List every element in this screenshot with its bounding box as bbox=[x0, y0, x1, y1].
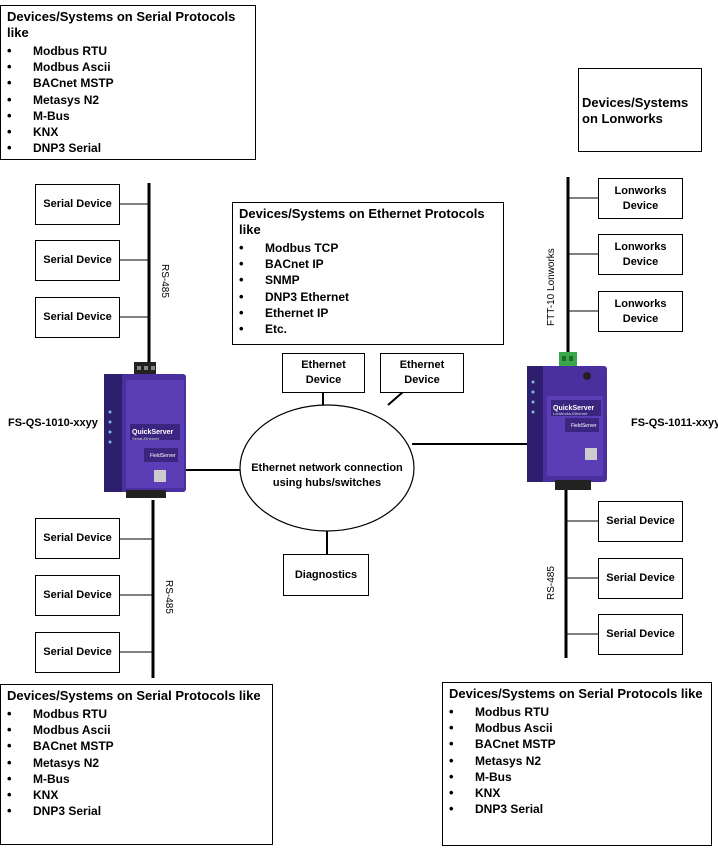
protocols-title: Devices/Systems on Serial Protocols like bbox=[7, 9, 236, 40]
protocol-item: Modbus Ascii bbox=[7, 59, 249, 75]
network-line2: using hubs/switches bbox=[272, 477, 382, 489]
serial-device-label: Serial Device bbox=[43, 311, 112, 323]
protocol-item: Modbus Ascii bbox=[449, 720, 705, 736]
lonworks-device-line2: Device bbox=[622, 312, 659, 325]
serial-device-label: Serial Device bbox=[606, 628, 675, 640]
gateway-left-device: QuickServer Serial-Ethernet FieldServer bbox=[104, 362, 186, 498]
lonworks-systems-box: Devices/Systems on Lonworks bbox=[578, 68, 702, 152]
serial-device: Serial Device bbox=[35, 575, 120, 616]
diagnostics-box: Diagnostics bbox=[283, 554, 369, 596]
serial-device: Serial Device bbox=[35, 518, 120, 559]
serial-protocols-box-bottom-right: Devices/Systems on Serial Protocols like… bbox=[442, 682, 712, 846]
serial-protocols-box-bottom-left: Devices/Systems on Serial Protocols like… bbox=[0, 684, 273, 845]
ethernet-protocols-title: Devices/Systems on Ethernet Protocols li… bbox=[239, 206, 485, 237]
serial-device-label: Serial Device bbox=[43, 198, 112, 210]
protocol-item: BACnet MSTP bbox=[7, 75, 249, 91]
protocol-item: M-Bus bbox=[7, 771, 266, 787]
protocol-item: Modbus RTU bbox=[449, 704, 705, 720]
protocol-item: DNP3 Serial bbox=[7, 803, 266, 819]
protocol-item: KNX bbox=[7, 124, 249, 140]
serial-device: Serial Device bbox=[598, 558, 683, 599]
serial-device-label: Serial Device bbox=[606, 572, 675, 584]
network-label: Ethernet network connection using hubs/s… bbox=[244, 461, 410, 491]
lonworks-device-line1: Lonworks bbox=[614, 184, 667, 197]
serial-device-label: Serial Device bbox=[43, 646, 112, 658]
protocol-item: Modbus RTU bbox=[7, 43, 249, 59]
gateway-right-brand: QuickServer bbox=[553, 405, 595, 412]
protocol-item: KNX bbox=[449, 785, 705, 801]
serial-device: Serial Device bbox=[35, 184, 120, 225]
rs485-label-right-bottom: RS-485 bbox=[546, 566, 557, 600]
gateway-right-device: QuickServer LonWorks-Ethernet FieldServe… bbox=[527, 352, 607, 490]
protocol-item: BACnet IP bbox=[239, 256, 497, 272]
network-ellipse bbox=[239, 404, 415, 532]
protocol-item: Modbus RTU bbox=[7, 706, 266, 722]
protocol-item: Ethernet IP bbox=[239, 305, 497, 321]
ethernet-device-line2: Device bbox=[305, 374, 342, 386]
ethernet-device-line1: Ethernet bbox=[399, 359, 445, 371]
ethernet-protocols-box: Devices/Systems on Ethernet Protocols li… bbox=[232, 202, 504, 345]
serial-device-label: Serial Device bbox=[606, 515, 675, 527]
ftt10-label: FTT-10 Lonworks bbox=[546, 248, 557, 326]
serial-device: Serial Device bbox=[598, 614, 683, 655]
protocol-list: Modbus RTU Modbus Ascii BACnet MSTP Meta… bbox=[7, 43, 249, 157]
protocol-item: KNX bbox=[7, 787, 266, 803]
protocol-item: DNP3 Serial bbox=[449, 801, 705, 817]
diagnostics-label: Diagnostics bbox=[294, 568, 358, 581]
gateway-left-model: FS-QS-1010-xxyy bbox=[8, 417, 98, 429]
lonworks-device-line2: Device bbox=[622, 255, 659, 268]
protocols-title: Devices/Systems on Serial Protocols like bbox=[449, 686, 703, 701]
gateway-right-vendor: FieldServer bbox=[571, 423, 597, 429]
lonworks-device-line2: Device bbox=[622, 199, 659, 212]
serial-protocols-box-top-left: Devices/Systems on Serial Protocols like… bbox=[0, 5, 256, 160]
protocol-item: M-Bus bbox=[7, 108, 249, 124]
serial-device: Serial Device bbox=[35, 297, 120, 338]
ethernet-protocol-list: Modbus TCP BACnet IP SNMP DNP3 Ethernet … bbox=[239, 240, 497, 337]
serial-device-label: Serial Device bbox=[43, 589, 112, 601]
protocol-list: Modbus RTU Modbus Ascii BACnet MSTP Meta… bbox=[7, 706, 266, 820]
protocol-item: DNP3 Ethernet bbox=[239, 289, 497, 305]
protocol-item: SNMP bbox=[239, 272, 497, 288]
protocol-item: M-Bus bbox=[449, 769, 705, 785]
protocol-list: Modbus RTU Modbus Ascii BACnet MSTP Meta… bbox=[449, 704, 705, 818]
serial-device-label: Serial Device bbox=[43, 532, 112, 544]
protocol-item: Metasys N2 bbox=[7, 92, 249, 108]
gateway-left-vendor: FieldServer bbox=[150, 453, 176, 459]
rs485-label-left-top: RS-485 bbox=[159, 264, 170, 298]
rs485-label-left-bottom: RS-485 bbox=[163, 580, 174, 614]
serial-device: Serial Device bbox=[598, 501, 683, 542]
serial-device-label: Serial Device bbox=[43, 254, 112, 266]
protocol-item: Modbus Ascii bbox=[7, 722, 266, 738]
lonworks-systems-line1: Devices/Systems bbox=[582, 95, 689, 110]
lonworks-device-line1: Lonworks bbox=[614, 297, 667, 310]
protocol-item: DNP3 Serial bbox=[7, 140, 249, 156]
serial-device: Serial Device bbox=[35, 632, 120, 673]
protocol-item: Modbus TCP bbox=[239, 240, 497, 256]
network-line1: Ethernet network connection bbox=[251, 462, 403, 474]
lonworks-systems-line2: on Lonworks bbox=[582, 111, 663, 126]
serial-device: Serial Device bbox=[35, 240, 120, 281]
protocol-item: Metasys N2 bbox=[449, 753, 705, 769]
ethernet-device-line2: Device bbox=[404, 374, 440, 386]
protocol-item: Metasys N2 bbox=[7, 755, 266, 771]
gateway-right-sub: LonWorks-Ethernet bbox=[553, 411, 588, 416]
protocol-item: Etc. bbox=[239, 321, 497, 337]
gateway-left-brand: QuickServer bbox=[132, 429, 174, 436]
protocol-item: BACnet MSTP bbox=[7, 738, 266, 754]
protocol-item: BACnet MSTP bbox=[449, 736, 705, 752]
protocols-title: Devices/Systems on Serial Protocols like bbox=[7, 688, 261, 703]
ethernet-device-line1: Ethernet bbox=[301, 359, 346, 371]
gateway-right-model: FS-QS-1011-xxyy bbox=[631, 417, 718, 429]
lonworks-device-line1: Lonworks bbox=[614, 240, 667, 253]
gateway-left-sub: Serial-Ethernet bbox=[132, 436, 160, 441]
